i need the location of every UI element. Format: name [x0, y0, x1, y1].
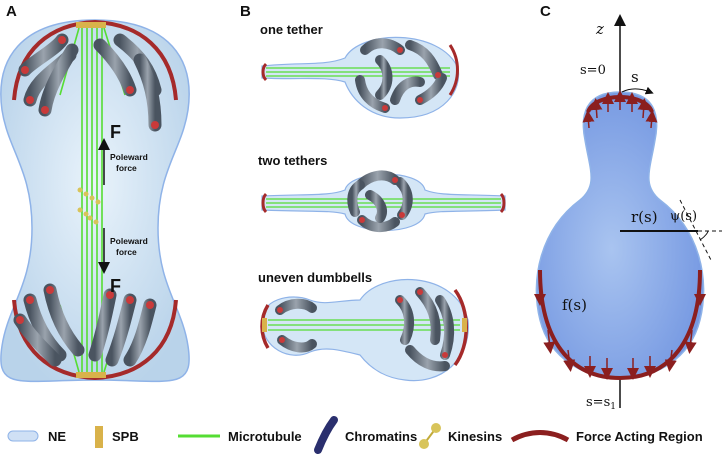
legend-chromatins: Chromatins: [345, 429, 417, 444]
psi-arc: [699, 230, 709, 241]
legend-microtubule: Microtubule: [228, 429, 302, 444]
chromatins-bottom-a: [13, 283, 157, 367]
poleward-bottom-2: force: [116, 247, 137, 257]
psi-label: ψ(s): [670, 209, 697, 224]
centromeres-one-tether: [382, 47, 441, 111]
legend-ne: NE: [48, 429, 66, 444]
s-arc-label: s: [631, 68, 639, 86]
f-label: f(s): [562, 296, 587, 314]
force-two-left: [261, 192, 268, 214]
ne-icon: [7, 430, 39, 442]
legend-kinesins: Kinesins: [448, 429, 502, 444]
centromeres-top-a: [21, 36, 159, 129]
uneven-dumbbells-title: uneven dumbbells: [258, 270, 372, 285]
force-arrows-bottom-c: [534, 280, 706, 380]
spb-uneven-left: [262, 318, 267, 332]
chromatins-uneven: [275, 287, 455, 372]
poleward-top-2: force: [116, 163, 137, 173]
force-bottom-label: F: [110, 276, 121, 296]
one-tether-title: one tether: [260, 22, 323, 37]
force-region-bottom-c: [538, 269, 702, 381]
poleward-bottom-1: Poleward: [110, 236, 148, 246]
force-arrows-top-c: [582, 90, 658, 129]
panel-b-label: B: [240, 3, 251, 20]
microtubules-uneven: [268, 319, 460, 331]
poleward-top-1: Poleward: [110, 152, 148, 162]
s-end-label: s=s1: [586, 395, 616, 412]
centromeres-bottom-a: [16, 286, 154, 324]
z-axis-label: z: [595, 20, 604, 38]
panel-a: A: [0, 3, 190, 383]
tangent-line: [679, 199, 713, 263]
spb-icon: [95, 426, 103, 448]
spb-top-a: [76, 22, 106, 28]
s-arc-arrow: [621, 86, 654, 95]
panel-a-label: A: [6, 3, 17, 20]
panel-c-label: C: [540, 3, 551, 20]
shape-c: [535, 91, 705, 379]
r-label: r(s): [631, 208, 658, 226]
force-region-icon: [510, 430, 570, 443]
legend-spb: SPB: [112, 429, 139, 444]
panel-c: C z: [534, 3, 722, 412]
panel-b: B one tether two tethers: [240, 3, 506, 382]
force-one-right: [448, 44, 459, 96]
two-tethers-title: two tethers: [258, 153, 327, 168]
spb-bottom-a: [76, 372, 106, 378]
legend-force-region: Force Acting Region: [576, 429, 703, 444]
force-two-right: [499, 192, 506, 214]
legend: NE SPB Microtubule Chromatins Kinesins F…: [7, 416, 703, 454]
centromeres-two-tethers: [359, 177, 405, 223]
s-zero-label: s=0: [580, 63, 606, 78]
chromatins-icon: [314, 416, 338, 454]
kinesins-a: [77, 187, 101, 225]
spb-uneven-right: [462, 318, 467, 332]
force-top-label: F: [110, 122, 121, 142]
kinesins-icon: [419, 423, 441, 449]
force-one-left: [261, 62, 268, 82]
centromeres-uneven: [277, 289, 448, 358]
